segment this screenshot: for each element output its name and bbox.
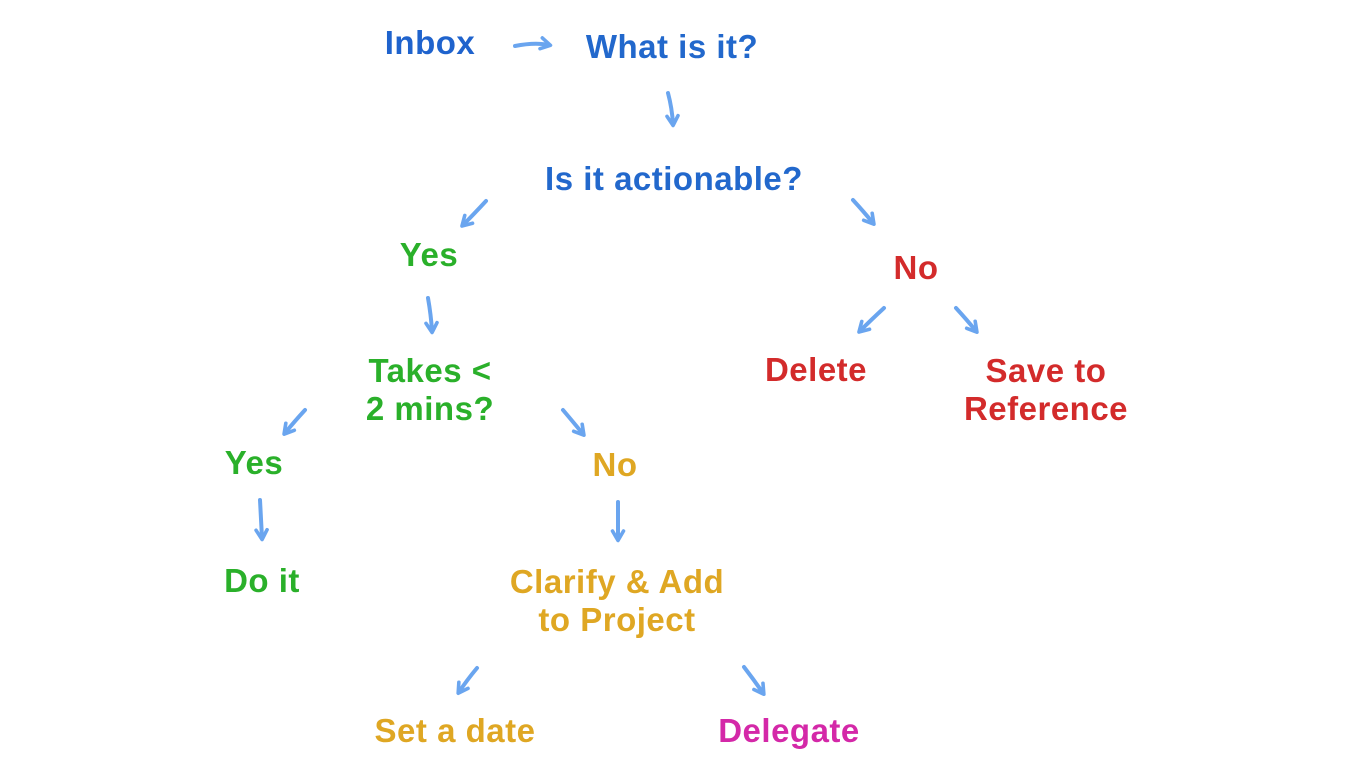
node-is-it-actionable: Is it actionable? [545, 160, 803, 197]
node-no-actionable: No [893, 249, 939, 286]
node-inbox: Inbox [384, 24, 476, 61]
arrow-clarify-to-set-a-date [456, 666, 479, 696]
arrow-clarify-to-delegate [742, 665, 766, 697]
node-clarify-add: Clarify & Add to Project [509, 563, 725, 638]
arrow-no-to-save-to-reference [954, 306, 979, 334]
arrow-takes-to-no [561, 408, 586, 437]
arrow-takes-to-yes [282, 408, 307, 436]
arrow-no-to-delete [857, 306, 886, 334]
node-no-takes: No [592, 446, 638, 483]
node-delete: Delete [764, 351, 868, 388]
node-takes-2-mins: Takes < 2 mins? [365, 352, 495, 427]
node-do-it: Do it [224, 562, 300, 599]
arrow-yes-to-takes [424, 296, 439, 335]
node-save-reference: Save to Reference [963, 352, 1129, 427]
node-delegate: Delegate [718, 712, 860, 749]
arrow-what-is-it-down [665, 91, 680, 128]
arrow-actionable-to-yes [460, 199, 488, 228]
node-what-is-it: What is it? [585, 28, 759, 65]
node-yes-actionable: Yes [399, 236, 459, 273]
arrow-yes-to-do-it [254, 498, 269, 542]
node-set-a-date: Set a date [374, 712, 536, 749]
node-yes-takes: Yes [224, 444, 284, 481]
arrow-actionable-to-no [851, 198, 876, 226]
arrow-inbox-to-what-is-it [513, 36, 553, 51]
